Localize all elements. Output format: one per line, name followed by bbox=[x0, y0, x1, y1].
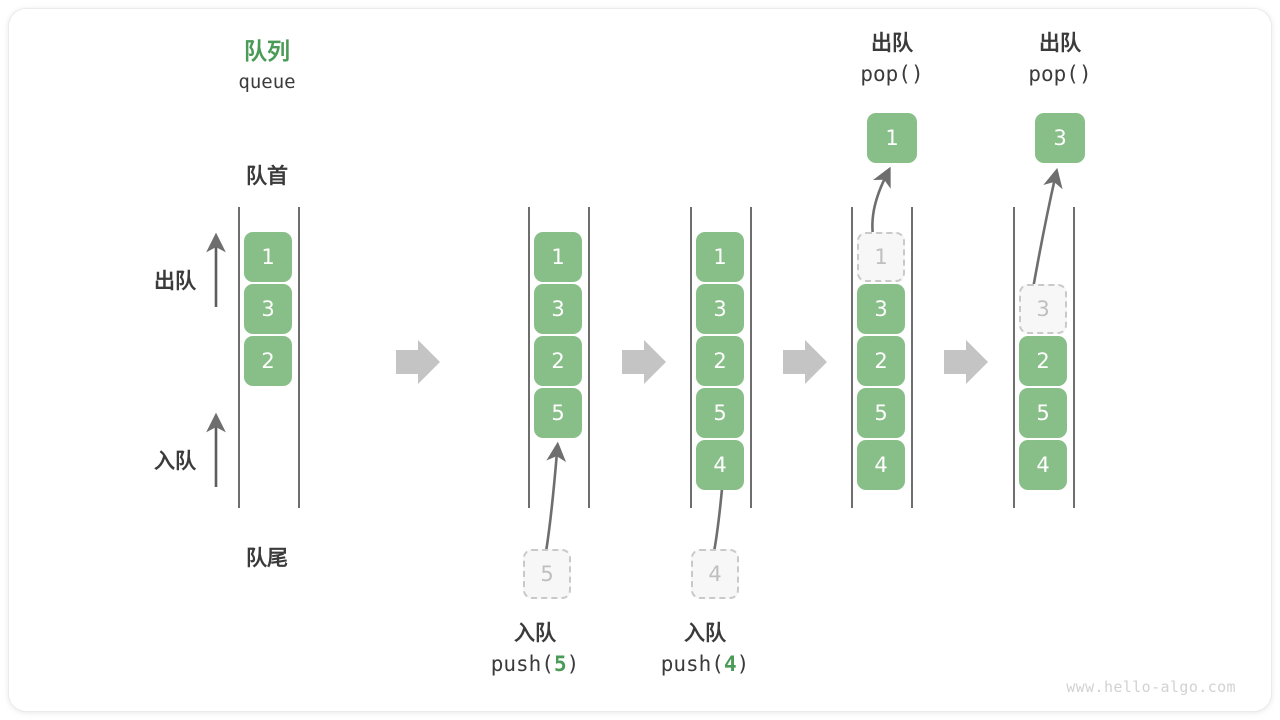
queue-cell: 2 bbox=[534, 336, 582, 386]
queue-cell: 2 bbox=[696, 336, 744, 386]
label-queue-rear: 队尾 bbox=[246, 546, 288, 570]
queue-cell-ghost: 3 bbox=[1019, 284, 1067, 334]
queue-cell: 2 bbox=[1019, 336, 1067, 386]
diagram-frame bbox=[8, 8, 1272, 712]
popped-element: 3 bbox=[1035, 113, 1085, 163]
caption-pop-2: 出队 pop() bbox=[1000, 28, 1120, 90]
label-queue-front: 队首 bbox=[246, 164, 288, 188]
caption-push-1: 入队 push(5) bbox=[475, 618, 595, 680]
popped-element: 1 bbox=[867, 113, 917, 163]
queue-cell: 1 bbox=[696, 232, 744, 282]
queue-cell: 3 bbox=[857, 284, 905, 334]
queue-cell: 5 bbox=[534, 388, 582, 438]
caption-push-1-fn: push(5) bbox=[490, 652, 580, 676]
queue-cell: 3 bbox=[696, 284, 744, 334]
incoming-element-ghost: 4 bbox=[691, 549, 739, 599]
label-enqueue-direction: 入队 bbox=[154, 449, 196, 473]
queue-cell: 3 bbox=[534, 284, 582, 334]
incoming-element-ghost: 5 bbox=[523, 549, 571, 599]
queue-cell: 4 bbox=[1019, 440, 1067, 490]
caption-push-1-cn: 入队 bbox=[514, 621, 556, 645]
queue-cell: 1 bbox=[534, 232, 582, 282]
queue-cell: 4 bbox=[857, 440, 905, 490]
queue-cell: 4 bbox=[696, 440, 744, 490]
caption-pop-1: 出队 pop() bbox=[832, 28, 952, 90]
queue-cell: 2 bbox=[244, 336, 292, 386]
queue-cell: 5 bbox=[1019, 388, 1067, 438]
queue-cell: 5 bbox=[696, 388, 744, 438]
caption-pop-1-fn: pop() bbox=[860, 62, 924, 86]
caption-push-2: 入队 push(4) bbox=[645, 618, 765, 680]
watermark: www.hello-algo.com bbox=[1066, 678, 1236, 696]
label-dequeue-direction: 出队 bbox=[154, 269, 196, 293]
caption-pop-1-cn: 出队 bbox=[871, 31, 913, 55]
page-title-cn: 队列 bbox=[244, 39, 290, 65]
queue-cell: 3 bbox=[244, 284, 292, 334]
queue-cell-ghost: 1 bbox=[857, 232, 905, 282]
caption-push-2-cn: 入队 bbox=[684, 621, 726, 645]
caption-pop-2-fn: pop() bbox=[1028, 62, 1092, 86]
page-title-en: queue bbox=[238, 71, 296, 93]
caption-pop-2-cn: 出队 bbox=[1039, 31, 1081, 55]
queue-cell: 5 bbox=[857, 388, 905, 438]
queue-cell: 2 bbox=[857, 336, 905, 386]
caption-push-2-fn: push(4) bbox=[660, 652, 750, 676]
queue-cell: 1 bbox=[244, 232, 292, 282]
